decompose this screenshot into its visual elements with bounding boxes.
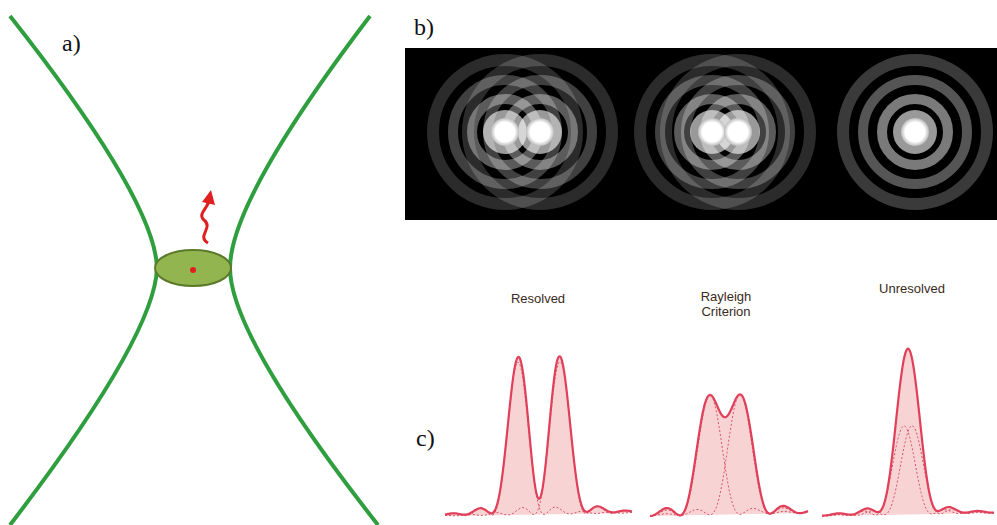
profile-fill [822, 349, 994, 516]
trap-volume [155, 250, 231, 286]
panel-letter: a) [62, 30, 81, 57]
airy-ring [468, 60, 612, 204]
airy-ring [488, 80, 592, 184]
component-curve [650, 394, 808, 516]
beam-edge [230, 16, 378, 525]
plot-title: Unresolved [872, 282, 952, 297]
component-curve [822, 426, 994, 516]
airy-patterns [433, 60, 987, 204]
image-panel [405, 48, 997, 220]
airy-ring [666, 60, 810, 204]
plot-title: Rayleigh Criterion [686, 290, 766, 320]
profile-fill [445, 356, 632, 516]
airy-core [526, 118, 554, 146]
intensity-profiles [445, 349, 994, 516]
airy-ring [863, 80, 967, 184]
photon-arrow [202, 198, 209, 243]
beam-edge [10, 16, 157, 525]
panel-letter: b) [414, 14, 434, 41]
plot-title: Resolved [498, 292, 578, 307]
intensity-curve [822, 349, 994, 516]
airy-ring [686, 80, 790, 184]
component-curve [445, 362, 632, 516]
component-curve [650, 395, 808, 516]
airy-pattern [640, 60, 810, 204]
airy-pattern [433, 60, 612, 204]
component-curve [822, 426, 994, 516]
airy-core [724, 118, 752, 146]
intensity-curve [650, 394, 808, 516]
photon-arrowhead [202, 190, 215, 205]
emitter-dot [190, 267, 196, 273]
airy-pattern [843, 60, 987, 204]
airy-ring [843, 60, 987, 204]
airy-halo [893, 110, 937, 154]
airy-ring [882, 99, 948, 165]
airy-halo [518, 110, 562, 154]
airy-core [491, 118, 519, 146]
intensity-curve [445, 356, 632, 514]
airy-core [901, 118, 929, 146]
panel-letter: c) [416, 425, 435, 452]
airy-core [698, 118, 726, 146]
profile-fill [650, 394, 808, 516]
component-curve [445, 362, 632, 515]
